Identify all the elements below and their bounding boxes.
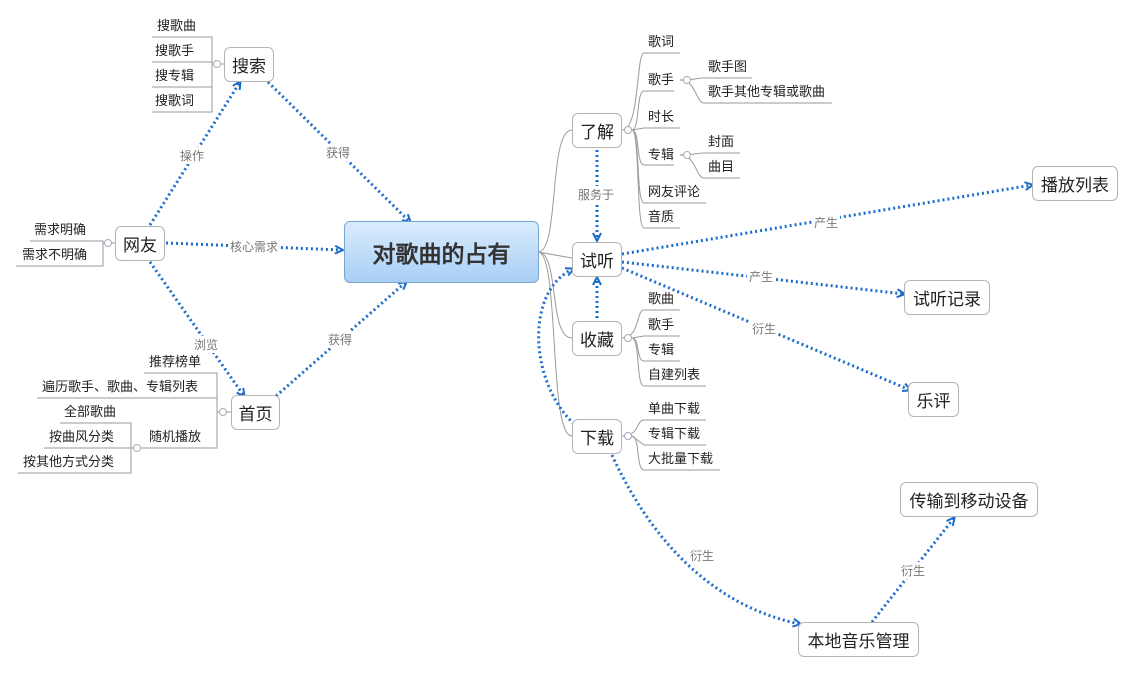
leaf-suiji-bofang[interactable]: 随机播放 [149, 430, 202, 445]
leaf-geshou-qita[interactable]: 歌手其他专辑或歌曲 [708, 85, 826, 100]
leaf-zijian-liebiao[interactable]: 自建列表 [648, 368, 701, 383]
leaf-xuqiu-mingque[interactable]: 需求明确 [34, 223, 87, 238]
rel-huode-1: 获得 [324, 144, 353, 161]
leaf-sou-geshou[interactable]: 搜歌手 [155, 44, 195, 59]
node-bendi-guanli[interactable]: 本地音乐管理 [798, 622, 919, 657]
node-yueping[interactable]: 乐评 [908, 382, 959, 417]
leaf-zhuanji-xiazai[interactable]: 专辑下载 [648, 427, 701, 442]
node-xiazai[interactable]: 下载 [572, 419, 622, 454]
node-sousuo[interactable]: 搜索 [224, 47, 274, 82]
rel-yansheng-1: 衍生 [750, 320, 779, 337]
node-shiting-jilu[interactable]: 试听记录 [904, 280, 990, 315]
rel-hexin-xuqiu: 核心需求 [228, 238, 281, 255]
leaf-bianli-liebiao[interactable]: 遍历歌手、歌曲、专辑列表 [42, 380, 199, 395]
rel-huode-2: 获得 [326, 331, 355, 348]
leaf-zhuanji[interactable]: 专辑 [648, 148, 675, 163]
leaf-xuqiu-bumingque[interactable]: 需求不明确 [22, 248, 88, 263]
central-topic[interactable]: 对歌曲的占有 [344, 221, 539, 283]
rel-yansheng-2: 衍生 [688, 547, 717, 564]
leaf-fav-zhuanji[interactable]: 专辑 [648, 343, 675, 358]
leaf-geci[interactable]: 歌词 [648, 35, 675, 50]
leaf-an-qufeng[interactable]: 按曲风分类 [49, 430, 115, 445]
leaf-fav-geshou[interactable]: 歌手 [648, 318, 675, 333]
leaf-sou-gequ[interactable]: 搜歌曲 [157, 19, 197, 34]
node-shouye[interactable]: 首页 [231, 395, 280, 430]
leaf-geshou[interactable]: 歌手 [648, 73, 675, 88]
rel-yansheng-3: 衍生 [899, 562, 928, 579]
leaf-sou-geci[interactable]: 搜歌词 [155, 94, 195, 109]
tree-connectors [16, 36, 832, 474]
leaf-yinzhi[interactable]: 音质 [648, 210, 675, 225]
leaf-dapiliang-xiazai[interactable]: 大批量下载 [648, 452, 714, 467]
leaf-qumu[interactable]: 曲目 [708, 160, 735, 175]
node-liaojie[interactable]: 了解 [572, 113, 622, 148]
node-wangyou[interactable]: 网友 [115, 226, 165, 261]
leaf-fengmian[interactable]: 封面 [708, 135, 735, 150]
node-bofang-liebiao[interactable]: 播放列表 [1032, 166, 1118, 201]
leaf-geshou-tu[interactable]: 歌手图 [708, 60, 748, 75]
rel-caozuo: 操作 [178, 147, 207, 164]
rel-chansheng-1: 产生 [812, 214, 841, 231]
rel-liulan: 浏览 [192, 336, 221, 353]
leaf-quanbu-gequ[interactable]: 全部歌曲 [64, 405, 117, 420]
rel-chansheng-2: 产生 [747, 268, 776, 285]
node-chuanshu[interactable]: 传输到移动设备 [900, 482, 1038, 517]
node-shiting[interactable]: 试听 [572, 242, 622, 277]
node-shoucang[interactable]: 收藏 [572, 321, 622, 356]
leaf-tuijian-bangdan[interactable]: 推荐榜单 [149, 355, 202, 370]
leaf-danqu-xiazai[interactable]: 单曲下载 [648, 402, 701, 417]
leaf-sou-zhuanji[interactable]: 搜专辑 [155, 69, 195, 84]
leaf-wangyou-pinglun[interactable]: 网友评论 [648, 185, 701, 200]
leaf-an-qita[interactable]: 按其他方式分类 [23, 455, 115, 470]
rel-fuwu-yu: 服务于 [576, 186, 617, 203]
leaf-shichang[interactable]: 时长 [648, 110, 675, 125]
leaf-fav-gequ[interactable]: 歌曲 [648, 292, 675, 307]
